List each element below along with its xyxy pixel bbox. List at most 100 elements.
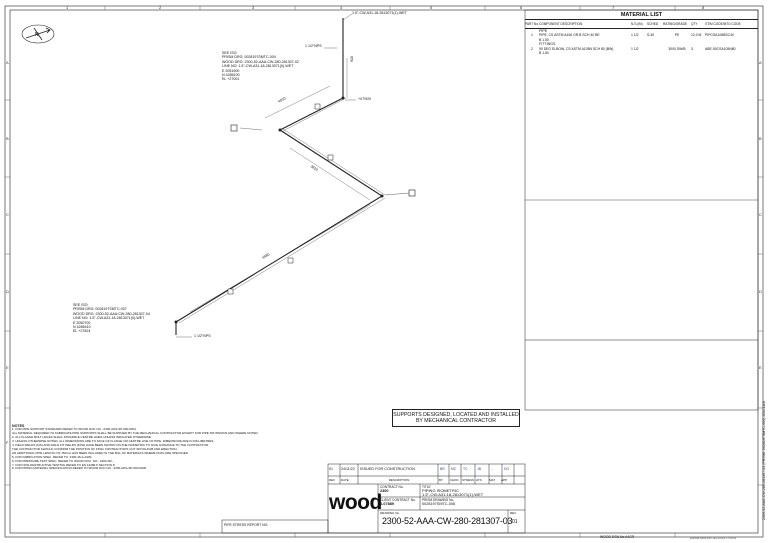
row-label: E [6,365,9,370]
rev-header: ATS [476,478,482,482]
client-contract-block: CLIENT CONTRACT No. IL07889 [380,498,416,506]
row-label: F [6,440,9,445]
row-label: A [6,60,9,65]
line-number-label: 1.5"-CW-A31-18-2813071(1)-WET [352,11,407,15]
rev-header: CHKD [450,478,459,482]
ref-line: N 4285410 [73,325,91,330]
row-label: D [6,289,9,294]
title-block-title: TITLE PIPING ISOMETRIC 1.5"-CW-A31-18-28… [422,485,483,498]
title-label: TITLE [422,485,431,489]
rev-stress: TC [463,467,468,471]
col-label: 1 [66,5,69,10]
col-label: 2 [159,5,162,10]
support-marker [314,103,321,110]
rev-header: BY [439,478,444,482]
row-label: B [759,136,762,141]
rev-header: STRESS [462,478,475,482]
section-label: FITTINGS [539,42,556,47]
rev-header-row: REV DATE DESCRIPTION BY CHKD STRESS ATS … [329,478,512,482]
rev-header: APP [501,478,508,482]
row-label: C [6,212,9,217]
col-header: COMPONENT DESCRIPTION [539,22,583,26]
table-row: 2 90 DEG ELBOW, CS ASTM A105N SCH 80 (BW… [525,47,758,56]
part-ns: 1 1/2 [631,33,639,38]
note-line: 5. FOR FABRICATION SPEC. REFER TO: 2300-… [12,454,93,459]
title-rev: 01 [512,519,518,525]
contract-block: CONTRACT No. 2300 [380,485,404,493]
part-desc: 90 DEG ELBOW, CS ASTM A105N SCH 80 (BW)B… [539,46,614,56]
bottom-reference-block: SEE ISO: PRISM DRG: 0028197SMTC-007 WOOD… [73,303,150,334]
support-marker [327,154,334,161]
rev-header: DESCRIPTION [388,478,410,482]
note-line: 3. UNLESS OTHERWISE NOTED, ALL DIMENSION… [12,439,215,444]
nps-label-bottom: 1 1/2"NPS [194,334,211,338]
ref-line: LINE NO: 1.5"-CW-A31-18-2813071(0)-WET [73,316,145,321]
notes-title: NOTES [12,424,25,428]
note-line: 2. ALL FLANGE BOLT HOLES SHALL STRADDLE … [12,435,152,440]
section-label: PIPE [539,29,548,33]
nps-label-top: 1 1/2"NPS [305,44,322,48]
ref-line: WOOD DRG: 2300-52-AAA-CW-280-281307-02 [222,59,299,64]
ref-line: SEE ISO: [222,51,238,55]
prism-no: 0028197SMTC-006 [422,502,456,507]
ref-line: EL +27001 [222,77,240,82]
col-header: QTY [691,22,698,26]
note-line: 6. FOR PRESSURE TEST SPEC. REFER TO WOOD… [12,458,114,463]
elbow-weld [380,194,384,198]
part-no: 2 [531,46,533,51]
ref-line: WOOD DRG: 2300-52-AAA-CW-280-281307-04 [73,311,150,316]
notes-block: NOTES 1. FOR PIPE SUPPORT STANDARD REFER… [12,424,328,471]
north-arrow-icon: N [21,24,55,44]
title-line-1: PIPING ISOMETRIC [422,488,459,494]
ref-line: N 4286100 [222,73,240,78]
isometric-drawing [174,13,416,338]
rev-description: ISSUED FOR CONSTRUCTION [360,467,415,471]
support-marker [227,288,234,295]
col-header: PART No [525,22,539,26]
ref-line: SEE ISO: [73,303,89,307]
row-label: A [759,60,762,65]
supports-note: SUPPORTS DESIGNED, LOCATED AND INSTALLED… [392,409,520,427]
part-sched: S-40 [647,33,655,38]
pipe-segment-1 [279,97,344,131]
ref-line: E 2050700 [73,320,91,325]
ref-line: E 2051900 [222,68,240,73]
col-header: ITEM CODE/MTO CODE [705,22,741,26]
note-line: THE CONTRACTOR SHOULD CONFIRM THE POSITI… [12,446,178,451]
pipe-stress-label: PIPE STRESS REPORT NO: [224,523,269,527]
client-contract-label: CLIENT CONTRACT No. [380,498,416,502]
title-line-2: 1.5"-CW-A31-18-2813071(1)-WET [422,492,484,498]
rev-value: 01 [329,467,333,471]
note-line: 8. FOR PIPING MATERIAL SPECIFICATION REF… [12,466,147,471]
col-header: SCHED [647,22,659,26]
footer-left: WOOD DSN No A4CR [600,535,635,539]
top-reference-block: SEE ISO: PRISM DRG: 0028197SMTC-004 WOOD… [222,51,299,82]
col-label: 5 [430,5,433,10]
rev-by: BR [440,467,445,471]
footer-right: autocad.wood.com 24/11/2022 17:09:41 [690,537,737,540]
connection-box [230,124,238,132]
row-label: C [759,212,762,217]
col-label: 7 [612,5,615,10]
row-label: E [759,365,762,370]
note-line: 1. FOR PIPE SUPPORT STANDARD REFER TO WO… [12,427,137,432]
wood-logo: wood [329,491,382,514]
col-label: 3 [252,5,255,10]
rev-ats: JB [477,467,481,471]
col-label: 8 [702,5,705,10]
row-label: B [6,136,9,141]
client-contract-no: IL07889 [380,502,394,506]
rev-app: DG [504,467,510,471]
note-line: 7. FOR NON-DESTRUCTIVE TESTING REFER TO … [12,462,116,467]
part-no: 1 [531,33,533,38]
rev-header: DATE [341,478,349,482]
part-rating: PE [674,33,680,38]
contract-no: 2300 [380,489,389,493]
elbow-weld [174,320,178,324]
prism-block: PRISM DRAWING No. 0028197SMTC-006 [422,498,455,506]
part-code: PIPCSA106BSC40 [705,33,734,38]
side-reference-text: 2300-52-AAA-CW-280-281307-03 (PRISM: 002… [762,401,766,520]
part-qty: 3 [691,46,693,51]
